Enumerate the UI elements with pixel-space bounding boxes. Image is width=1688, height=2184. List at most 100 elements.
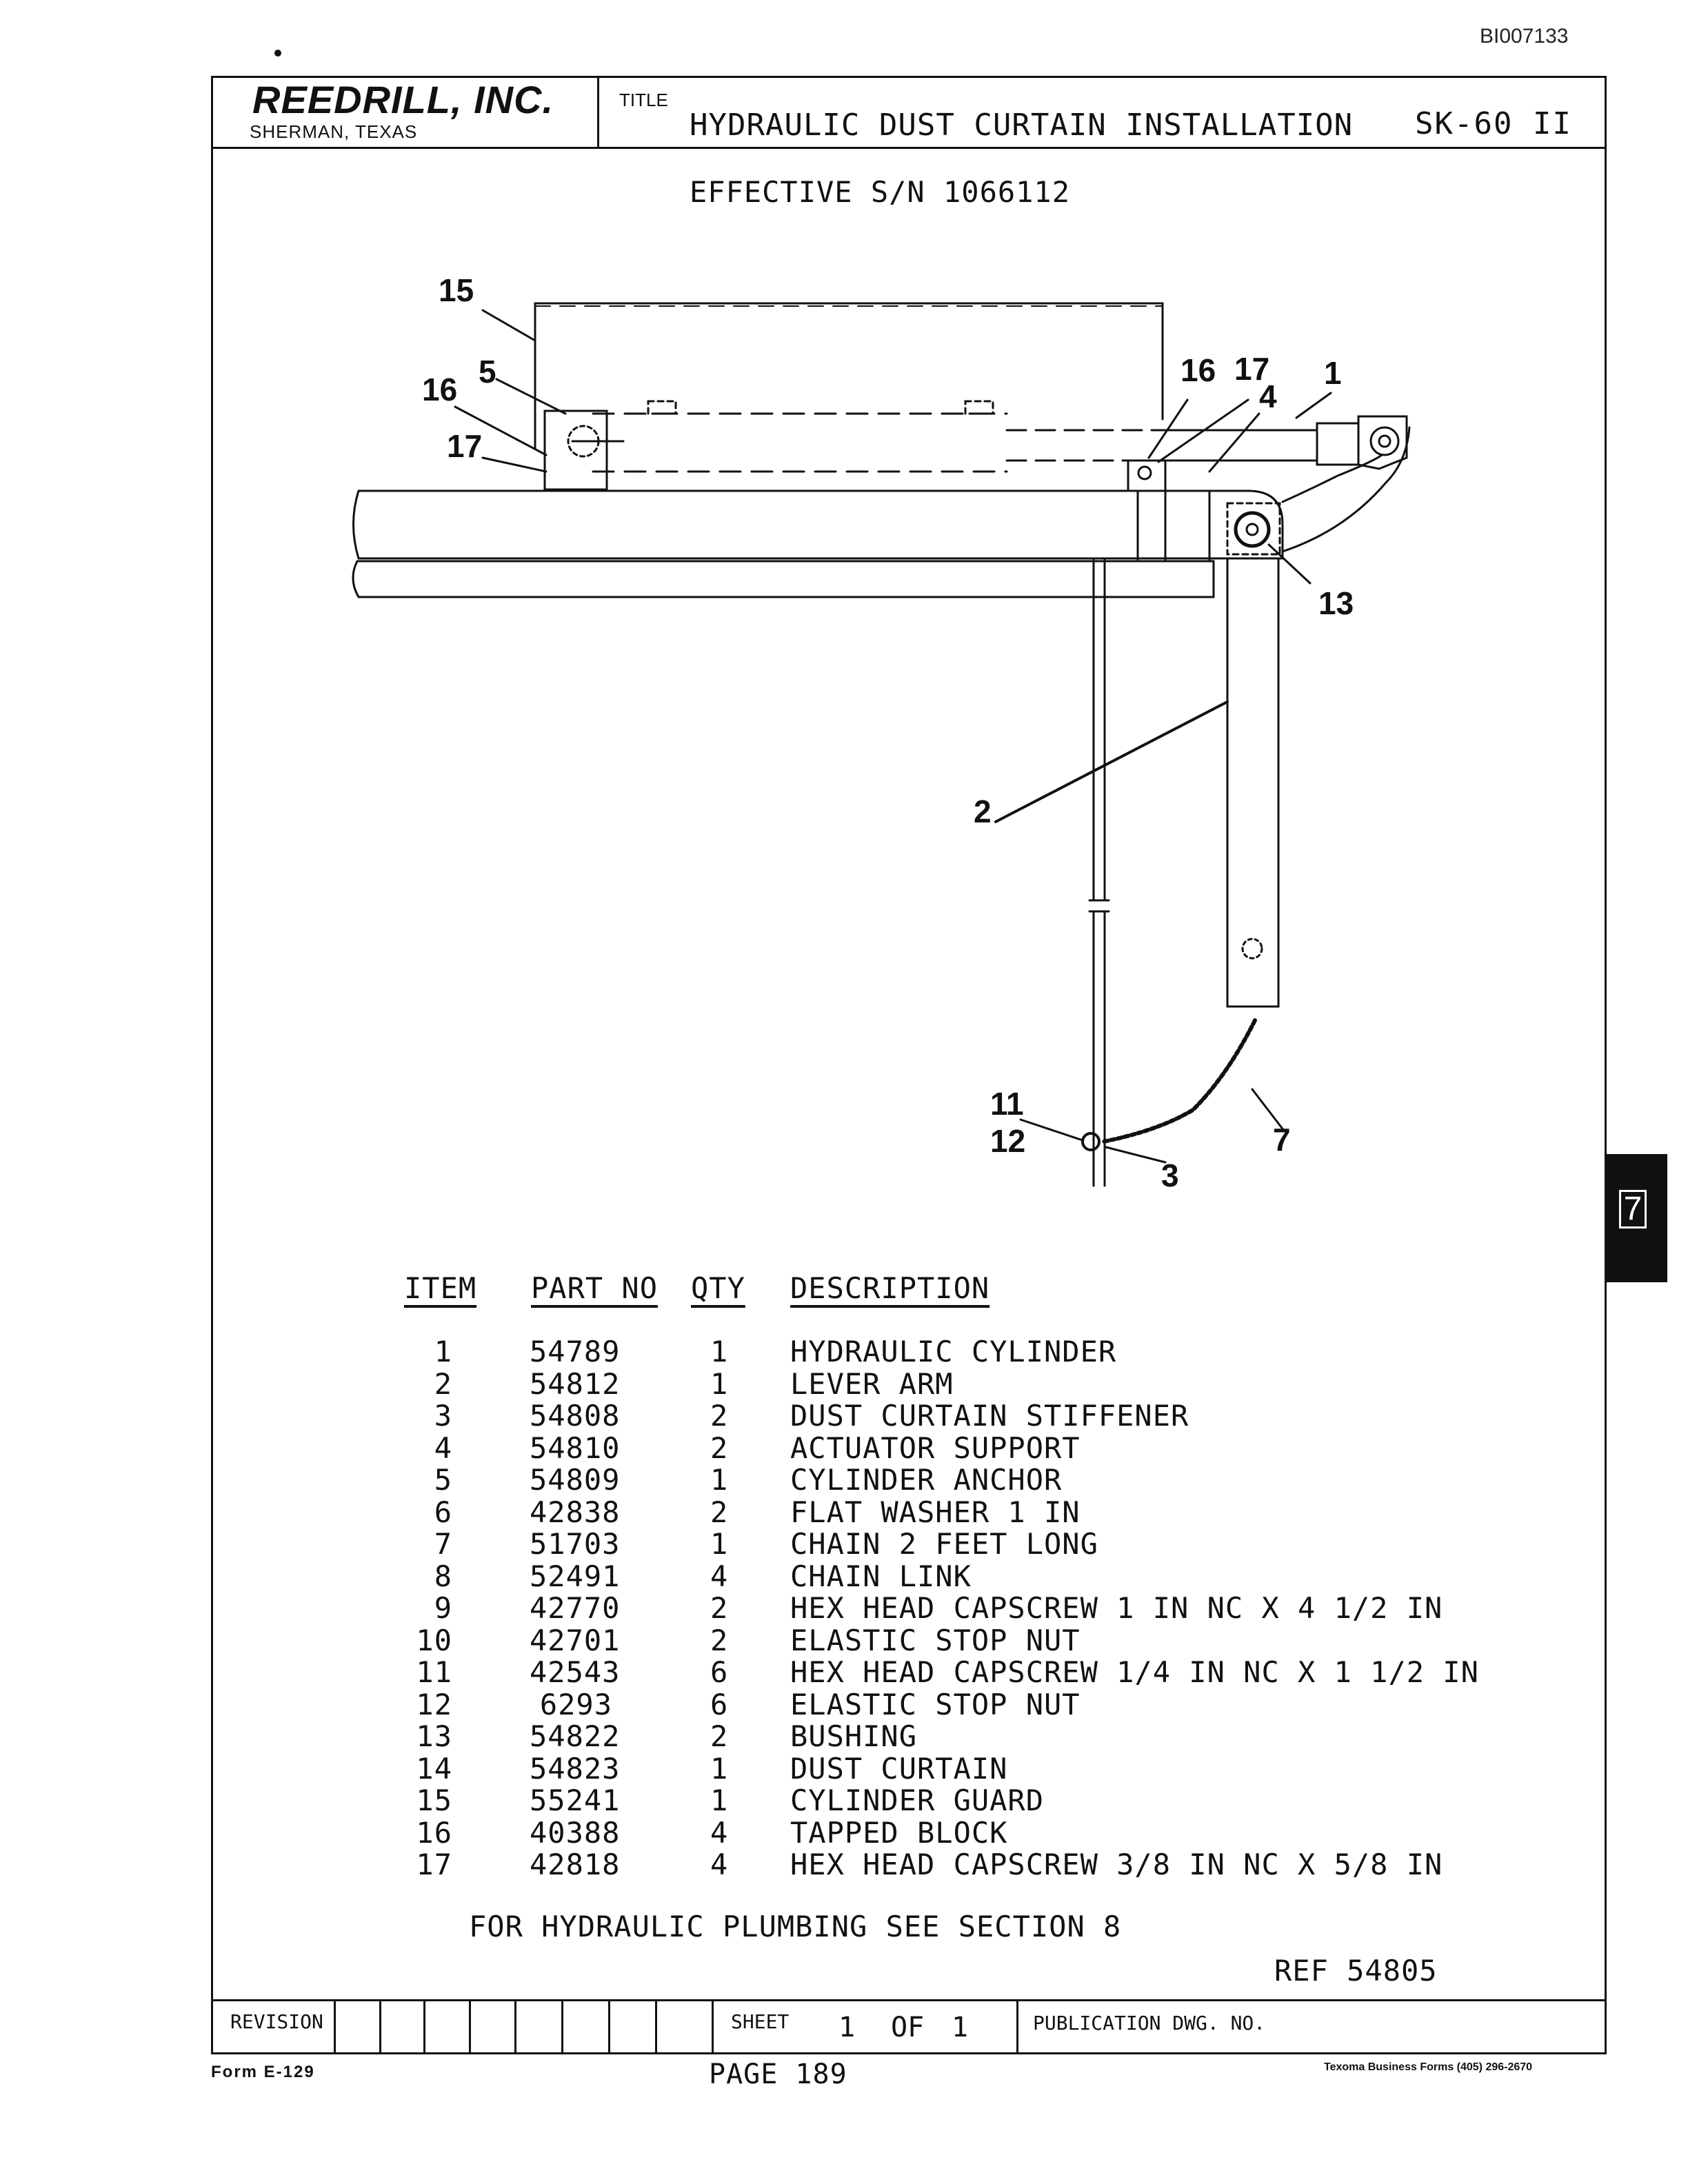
description: ACTUATOR SUPPORT [790, 1430, 1081, 1465]
callout-11: 11 [990, 1086, 1024, 1122]
description: HEX HEAD CAPSCREW 3/8 IN NC X 5/8 IN [790, 1848, 1443, 1881]
part-number: 42818 [530, 1848, 621, 1881]
sheet-of: OF [891, 2012, 925, 2043]
header-part-no: PART NO [531, 1271, 659, 1305]
item-number: 8 [434, 1559, 452, 1593]
part-number: 54812 [530, 1366, 621, 1401]
publication-label: PUBLICATION DWG. NO. [1033, 2012, 1266, 2034]
header-item: ITEM [404, 1271, 477, 1305]
part-number: 54789 [530, 1335, 621, 1368]
quantity: 6 [710, 1655, 729, 1689]
page-number: PAGE 189 [709, 2059, 847, 2090]
callout-17: 17 [447, 428, 483, 464]
description: HEX HEAD CAPSCREW 1/4 IN NC X 1 1/2 IN [790, 1655, 1479, 1689]
revision-block [211, 1999, 1607, 2054]
installation-drawing [352, 302, 1411, 1187]
item-number: 15 [416, 1783, 452, 1817]
description: LEVER ARM [790, 1366, 954, 1401]
plumbing-note: FOR HYDRAULIC PLUMBING SEE SECTION 8 [469, 1910, 1122, 1943]
callout-5: 5 [479, 354, 496, 390]
revision-cell-divider [655, 1999, 657, 2054]
description: BUSHING [790, 1719, 918, 1753]
item-number: 14 [416, 1751, 452, 1786]
part-number: 55241 [530, 1783, 621, 1817]
title-label: TITLE [619, 90, 668, 110]
model-number: SK-60 II [1415, 106, 1572, 141]
part-number: 52491 [530, 1559, 621, 1593]
description: DUST CURTAIN [790, 1751, 1008, 1786]
quantity: 2 [710, 1591, 729, 1625]
revision-cell-divider [469, 1999, 471, 2054]
revision-cell-divider [334, 1999, 336, 2054]
callout-2: 2 [974, 793, 992, 829]
part-number: 54810 [530, 1430, 621, 1465]
item-number: 5 [434, 1463, 452, 1497]
part-number: 42770 [530, 1591, 621, 1625]
description: CYLINDER ANCHOR [790, 1463, 1063, 1497]
title-block-divider [597, 76, 599, 149]
section-tab-number: 7 [1619, 1190, 1647, 1228]
header-qty: QTY [691, 1271, 745, 1305]
document-id: BI007133 [1480, 25, 1569, 48]
company-location: SHERMAN, TEXAS [250, 121, 418, 142]
callout-16: 16 [422, 372, 458, 407]
printer-imprint: Texoma Business Forms (405) 296-2670 [1324, 2061, 1533, 2073]
revision-cell-divider [712, 1999, 714, 2054]
item-number: 13 [416, 1719, 452, 1753]
sheet-label: SHEET [731, 2010, 790, 2033]
item-number: 3 [434, 1399, 452, 1433]
item-number: 17 [416, 1848, 452, 1881]
quantity: 2 [710, 1495, 729, 1529]
quantity: 4 [710, 1848, 729, 1881]
item-number: 1 [434, 1335, 452, 1368]
drawing-title: HYDRAULIC DUST CURTAIN INSTALLATION [690, 108, 1354, 143]
quantity: 1 [710, 1335, 729, 1368]
part-number: 54822 [530, 1719, 621, 1753]
item-number: 4 [434, 1430, 452, 1465]
sheet-number: 1 [838, 2012, 856, 2043]
quantity: 1 [710, 1366, 729, 1401]
part-number: 40388 [530, 1815, 621, 1850]
callout-4: 4 [1259, 378, 1277, 414]
item-number: 10 [416, 1623, 452, 1657]
description: CHAIN LINK [790, 1559, 972, 1593]
quantity: 1 [710, 1751, 729, 1786]
description: CHAIN 2 FEET LONG [790, 1527, 1098, 1561]
form-number: Form E-129 [211, 2063, 315, 2081]
drawing-frame [211, 76, 1607, 2054]
part-number: 42701 [530, 1623, 621, 1657]
quantity: 4 [710, 1815, 729, 1850]
callout-7: 7 [1273, 1122, 1291, 1157]
revision-cell-divider [561, 1999, 563, 2054]
description: TAPPED BLOCK [790, 1815, 1008, 1850]
quantity: 1 [710, 1527, 729, 1561]
quantity: 4 [710, 1559, 729, 1593]
quantity: 2 [710, 1430, 729, 1465]
item-number: 6 [434, 1495, 452, 1529]
callout-1: 1 [1324, 355, 1342, 391]
callout-15: 15 [439, 272, 474, 308]
sheet-total: 1 [952, 2012, 969, 2043]
part-number: 54823 [530, 1751, 621, 1786]
part-number: 51703 [530, 1527, 621, 1561]
quantity: 1 [710, 1463, 729, 1497]
item-number: 2 [434, 1366, 452, 1401]
item-number: 7 [434, 1527, 452, 1561]
revision-cell-divider [514, 1999, 516, 2054]
callout-17-right: 17 [1234, 351, 1270, 387]
revision-cell-divider [379, 1999, 381, 2054]
callout-3: 3 [1161, 1157, 1179, 1193]
revision-cell-divider [1016, 1999, 1018, 2054]
description: ELASTIC STOP NUT [790, 1687, 1081, 1721]
quantity: 1 [710, 1783, 729, 1817]
description: FLAT WASHER 1 IN [790, 1495, 1081, 1529]
description: CYLINDER GUARD [790, 1783, 1045, 1817]
revision-label: REVISION [230, 2010, 323, 2033]
callout-12: 12 [990, 1123, 1026, 1159]
callout-16-right: 16 [1180, 352, 1216, 388]
revision-cell-divider [423, 1999, 425, 2054]
part-number: 42838 [530, 1495, 621, 1529]
scan-speck [274, 50, 281, 57]
section-tab [1607, 1154, 1667, 1282]
description: ELASTIC STOP NUT [790, 1623, 1081, 1657]
